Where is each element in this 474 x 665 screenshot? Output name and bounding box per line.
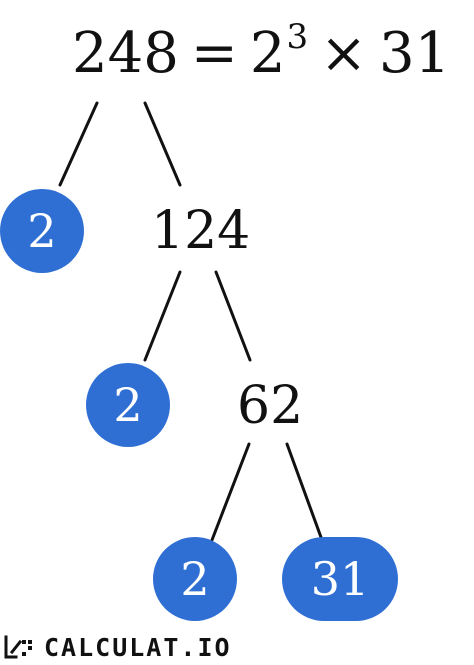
factorization-equation: 248=23×31 bbox=[72, 20, 450, 82]
composite-node-62: 62 bbox=[237, 376, 304, 436]
base-prime: 2 bbox=[249, 21, 286, 86]
equals-sign: = bbox=[190, 21, 238, 86]
branch-62-to-2 bbox=[210, 442, 251, 542]
factor-prime: 31 bbox=[379, 21, 451, 86]
prime-node-level3-right: 31 bbox=[282, 537, 398, 621]
composite-node-124: 124 bbox=[151, 201, 251, 261]
branch-248-to-124 bbox=[143, 101, 182, 187]
exponent: 3 bbox=[286, 17, 309, 57]
brand-footer: CALCULAT.IO bbox=[2, 632, 232, 662]
branch-124-to-2 bbox=[143, 270, 182, 362]
factorized-number: 248 bbox=[72, 21, 179, 86]
branch-124-to-62 bbox=[214, 270, 252, 362]
prime-node-level3-left: 2 bbox=[153, 537, 237, 621]
prime-node-level1: 2 bbox=[0, 189, 84, 273]
branch-62-to-31 bbox=[285, 442, 324, 542]
branch-248-to-2 bbox=[58, 101, 99, 187]
prime-node-level2: 2 bbox=[86, 363, 170, 447]
calculator-logo-icon bbox=[4, 635, 32, 659]
brand-name: CALCULAT.IO bbox=[44, 632, 232, 662]
times-sign: × bbox=[320, 21, 368, 86]
